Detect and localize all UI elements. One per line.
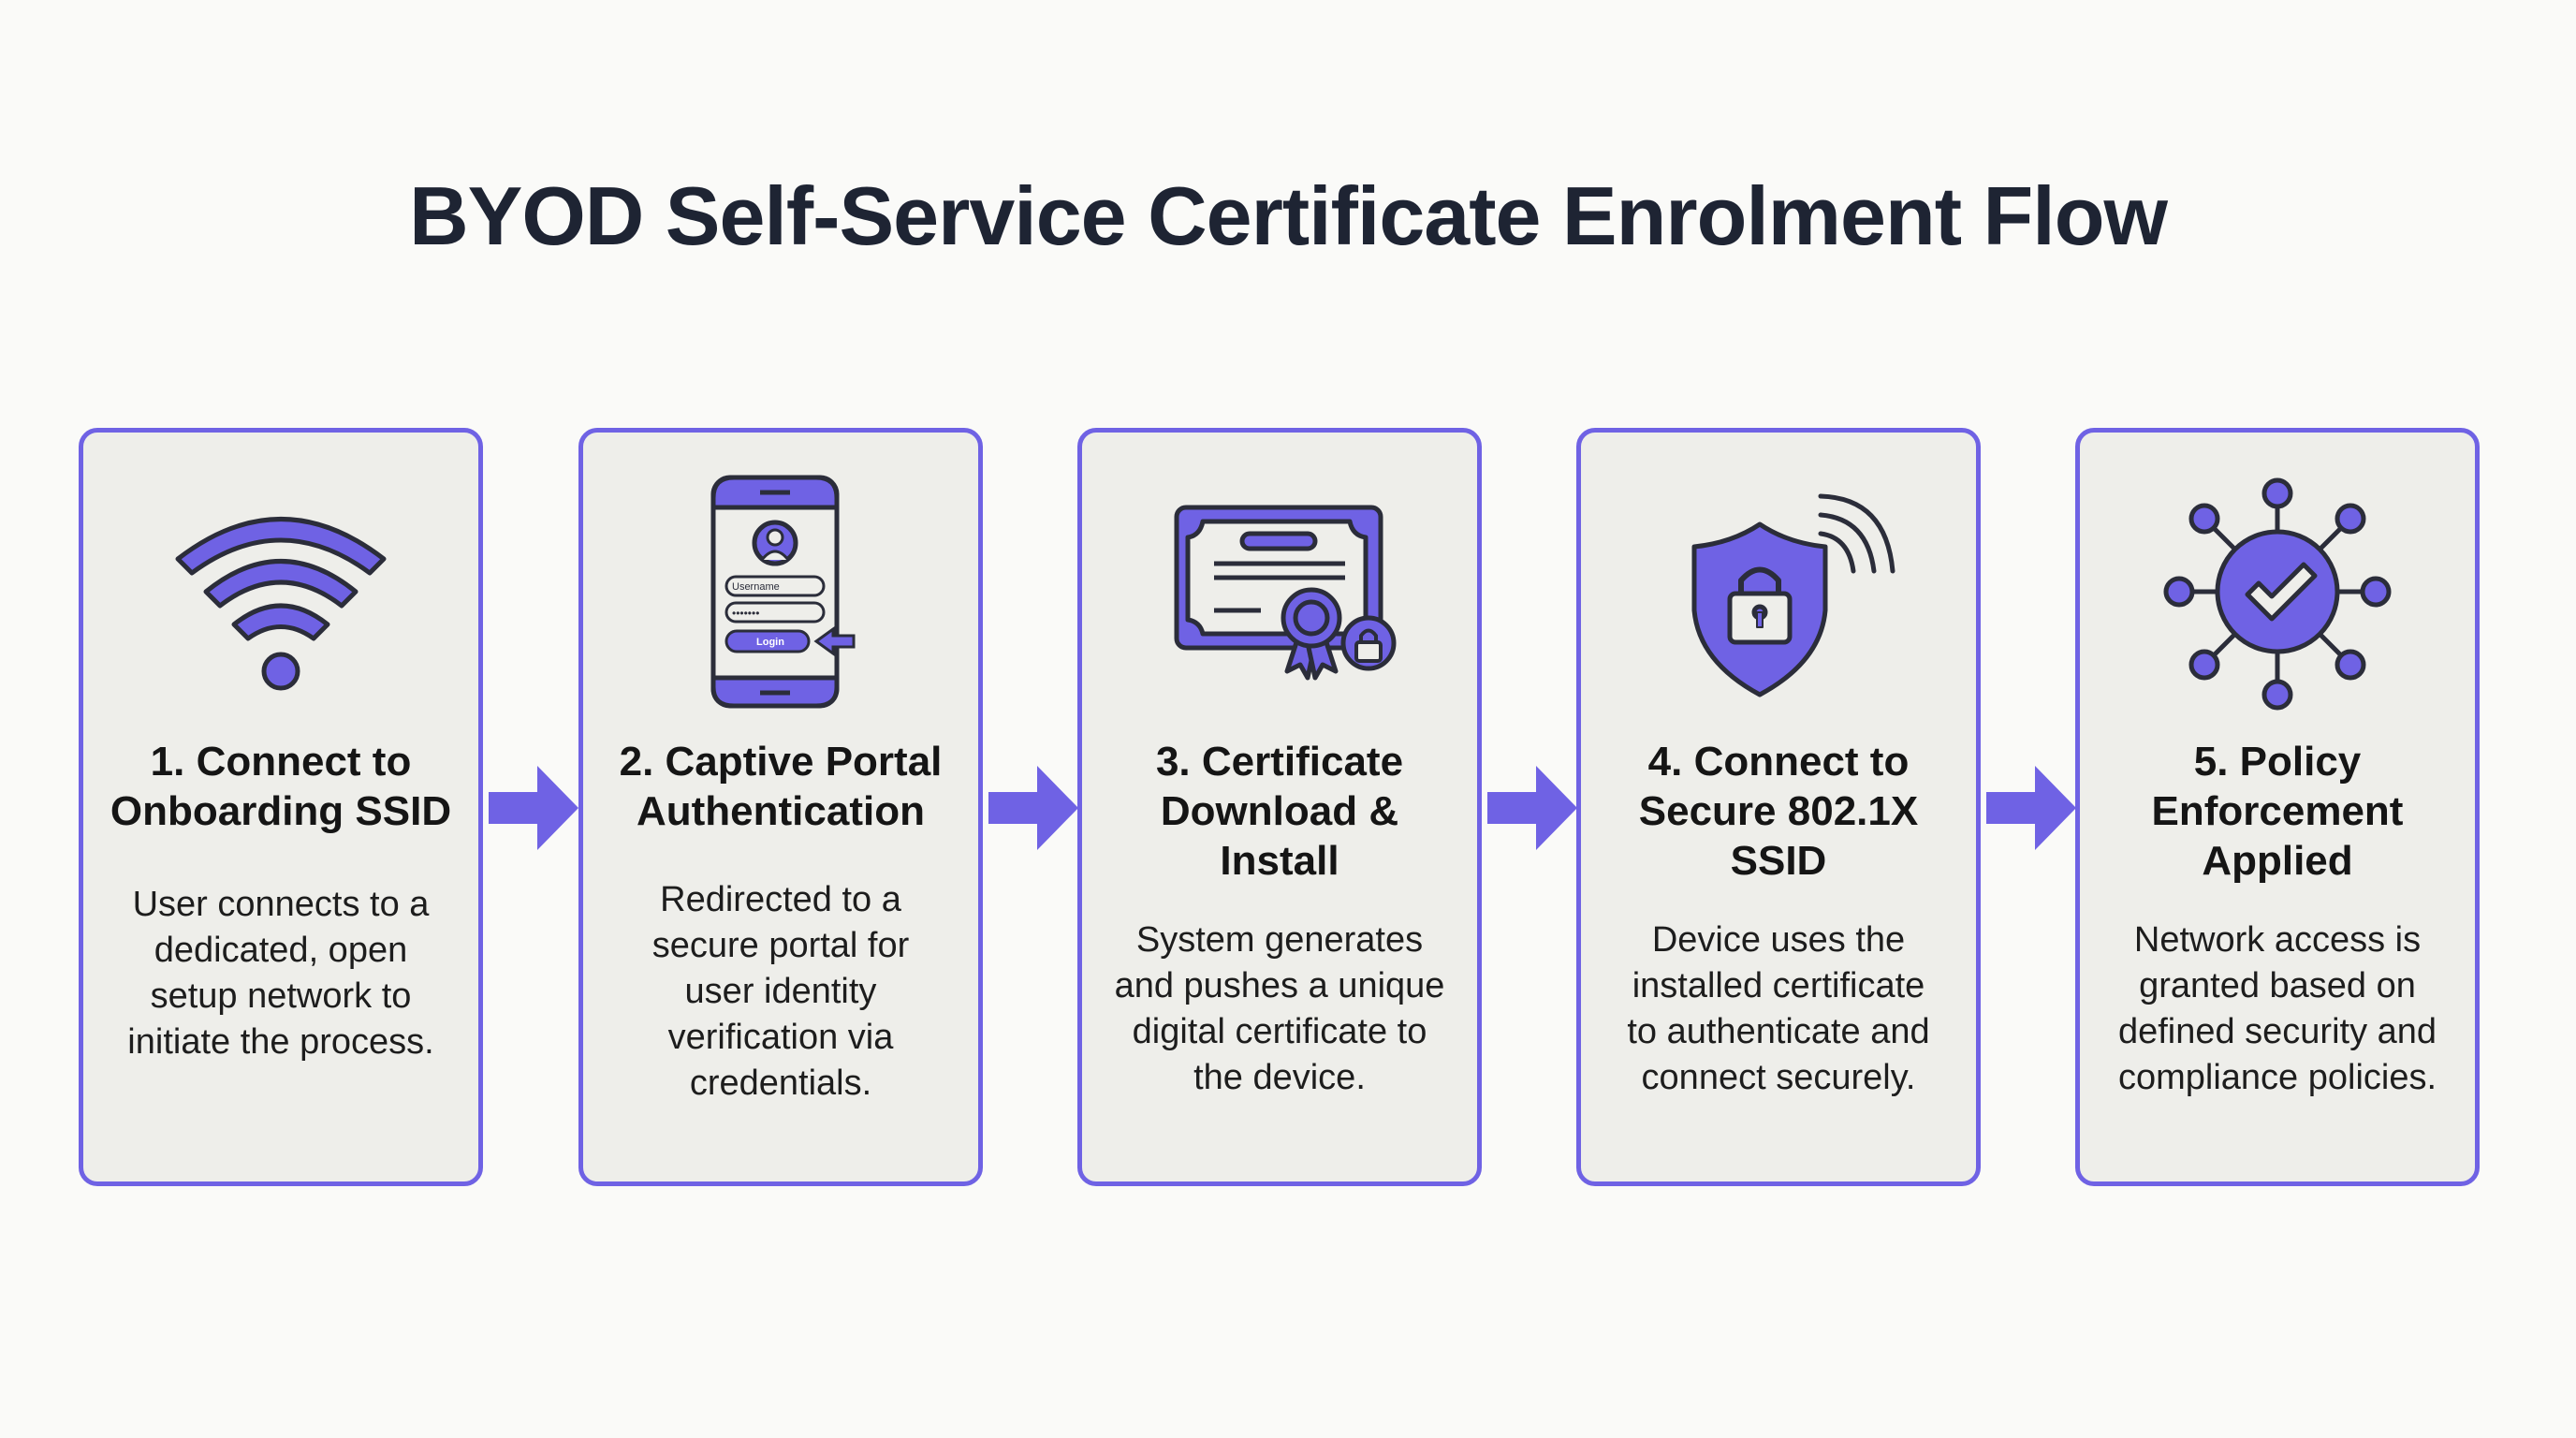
flow-arrow-icon bbox=[1487, 766, 1577, 850]
certificate-lock-icon bbox=[1174, 505, 1397, 681]
step-card-5: 5. Policy Enforcement Applied Network ac… bbox=[2075, 428, 2480, 1186]
username-label: Username bbox=[732, 581, 780, 593]
step-title: 3. Certificate Download & Install bbox=[1155, 739, 1404, 884]
step-card-3: 3. Certificate Download & Install System… bbox=[1077, 428, 1482, 1186]
step-title: 1. Connect to Onboarding SSID bbox=[110, 739, 452, 834]
step-card-4: 4. Connect to Secure 802.1X SSID Device … bbox=[1576, 428, 1981, 1186]
shield-lock-signal-icon bbox=[1691, 493, 1895, 697]
step-description: System generates and pushes a unique dig… bbox=[1114, 920, 1445, 1097]
smartphone-login-icon: Username ••••••• Login bbox=[710, 475, 856, 709]
step-description: Device uses the installed certificate to… bbox=[1627, 920, 1930, 1097]
flow-arrow-icon bbox=[988, 766, 1078, 850]
network-check-icon bbox=[2163, 477, 2392, 711]
step-description: User connects to a dedicated, open setup… bbox=[127, 885, 434, 1062]
step-card-2: Username ••••••• Login 2. Captive Portal… bbox=[578, 428, 983, 1186]
step-title: 5. Policy Enforcement Applied bbox=[2151, 739, 2404, 884]
wifi-icon bbox=[175, 517, 387, 691]
password-dots: ••••••• bbox=[732, 607, 759, 620]
page-title: BYOD Self-Service Certificate Enrolment … bbox=[409, 169, 2168, 262]
step-description: Redirected to a secure portal for user i… bbox=[651, 880, 910, 1103]
step-title: 4. Connect to Secure 802.1X SSID bbox=[1638, 739, 1919, 884]
step-description: Network access is granted based on defin… bbox=[2117, 920, 2437, 1097]
flow-arrow-icon bbox=[489, 766, 578, 850]
login-label: Login bbox=[756, 637, 784, 648]
flow-arrow-icon bbox=[1986, 766, 2076, 850]
step-card-1: 1. Connect to Onboarding SSID User conne… bbox=[79, 428, 483, 1186]
step-title: 2. Captive Portal Authentication bbox=[619, 739, 943, 834]
